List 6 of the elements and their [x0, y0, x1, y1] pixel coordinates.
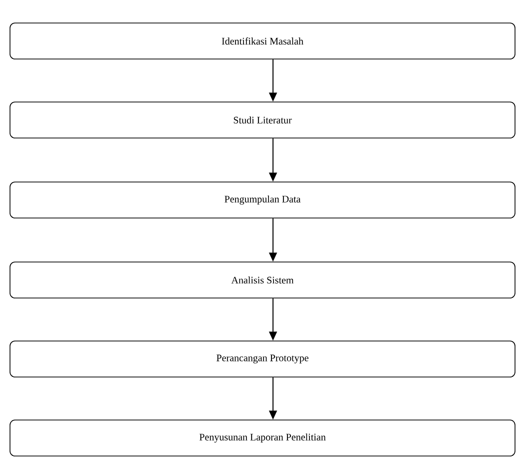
process-box: Pengumpulan Data: [10, 182, 516, 218]
process-box: Perancangan Prototype: [10, 340, 516, 378]
process-box: Studi Literatur: [10, 102, 516, 138]
process-box: Identifikasi Masalah: [10, 22, 516, 60]
process-box: Penyusunan Laporan Penelitian: [10, 420, 516, 456]
process-box: Analisis Sistem: [10, 262, 516, 298]
